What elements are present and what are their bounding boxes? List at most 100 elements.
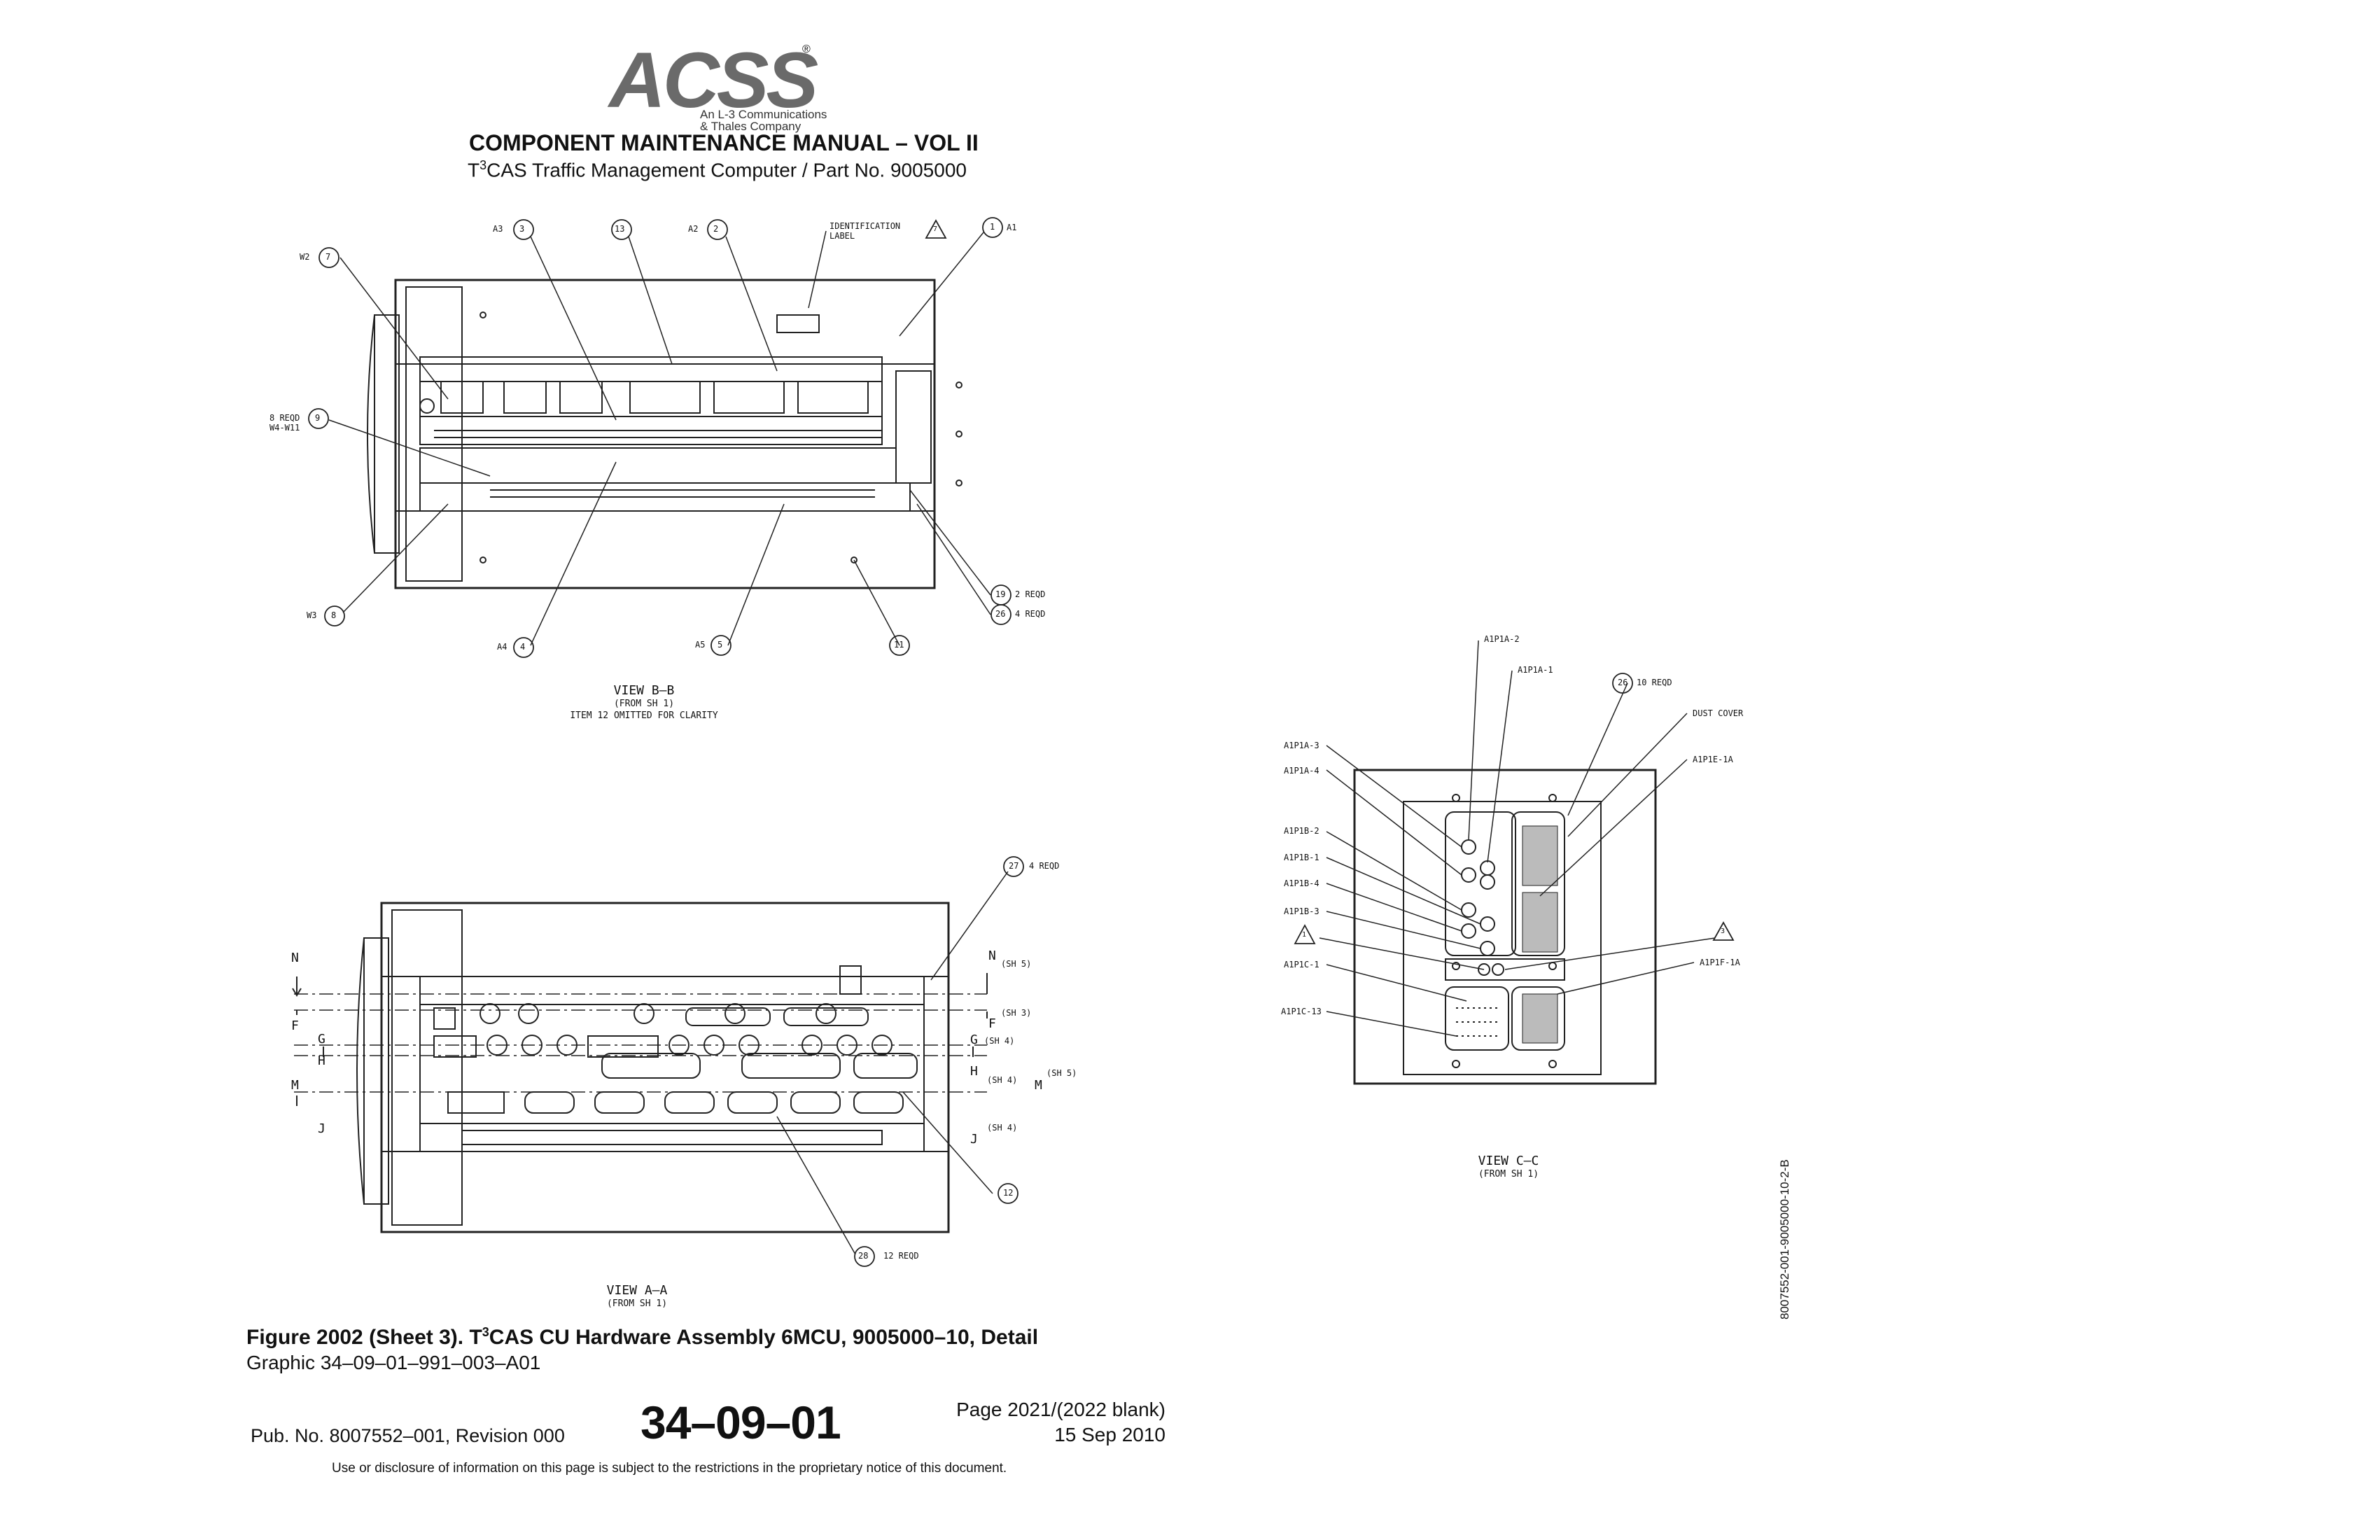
callout-w4-w11: W4-W11 bbox=[270, 423, 300, 433]
callout-2-reqd: 2 REQD bbox=[1015, 589, 1046, 599]
view-bb-drawing bbox=[367, 279, 962, 589]
figure-graphic-id: Graphic 34–09–01–991–003–A01 bbox=[246, 1352, 541, 1373]
callout-1: 1 bbox=[990, 222, 995, 232]
section-g-left: G bbox=[318, 1032, 326, 1046]
view-cc-circles bbox=[1294, 673, 1735, 944]
view-bb-note: ITEM 12 OMITTED FOR CLARITY bbox=[570, 710, 718, 721]
identification-text: IDENTIFICATION bbox=[830, 221, 901, 231]
callout-a1p1b-2: A1P1B-2 bbox=[1284, 826, 1320, 836]
callout-a1p1f-1a: A1P1F-1A bbox=[1700, 958, 1740, 967]
callout-a1p1b-3: A1P1B-3 bbox=[1284, 906, 1320, 916]
callout-27: 27 bbox=[1009, 861, 1019, 871]
view-aa-circles bbox=[854, 856, 1024, 1267]
sh4-g: (SH 4) bbox=[984, 1036, 1015, 1046]
view-aa-from: (FROM SH 1) bbox=[606, 1298, 668, 1309]
view-aa-drawing bbox=[356, 902, 950, 1233]
label-text: LABEL bbox=[830, 231, 855, 241]
callout-a1-label: A1 bbox=[1007, 223, 1017, 232]
section-n-right: N bbox=[988, 948, 996, 963]
logo-sub-line1: An L-3 Communications bbox=[700, 108, 827, 121]
page-date: 15 Sep 2010 bbox=[1054, 1424, 1166, 1446]
callout-a1p1c-13: A1P1C-13 bbox=[1281, 1007, 1322, 1016]
side-drawing-code: 8007552-001-9005000-10-2-B bbox=[1778, 1159, 1791, 1320]
callout-11: 11 bbox=[894, 640, 904, 650]
callout-9: 9 bbox=[315, 413, 321, 423]
callout-12-reqd: 12 REQD bbox=[883, 1251, 919, 1261]
view-cc-leaders bbox=[1319, 640, 1716, 1037]
section-n-left: N bbox=[291, 951, 299, 965]
view-aa-section-lines bbox=[294, 993, 987, 1093]
manual-title: COMPONENT MAINTENANCE MANUAL – VOL II bbox=[469, 130, 979, 155]
view-bb-from: (FROM SH 1) bbox=[613, 699, 675, 709]
callout-7: 7 bbox=[326, 252, 331, 262]
manual-subtitle: T3CAS Traffic Management Computer / Part… bbox=[468, 158, 967, 181]
callout-26-cc: 26 bbox=[1618, 678, 1628, 687]
callout-4: 4 bbox=[520, 642, 526, 652]
view-bb-leaders bbox=[328, 230, 991, 646]
callout-26: 26 bbox=[995, 609, 1006, 619]
callout-12: 12 bbox=[1003, 1188, 1014, 1198]
callout-2: 2 bbox=[713, 224, 719, 234]
callout-a1p1a-3: A1P1A-3 bbox=[1284, 741, 1320, 750]
view-aa-leaders bbox=[776, 871, 1009, 1255]
callout-dust-cover: DUST COVER bbox=[1693, 708, 1744, 718]
callout-5: 5 bbox=[718, 640, 723, 650]
callout-a1p1b-4: A1P1B-4 bbox=[1284, 878, 1320, 888]
callout-a5-label: A5 bbox=[695, 640, 706, 650]
figure-caption: Figure 2002 (Sheet 3). T3CAS CU Hardware… bbox=[246, 1325, 1039, 1349]
registered-mark: ® bbox=[802, 43, 811, 55]
callout-19: 19 bbox=[995, 589, 1006, 599]
triangle-7: 7 bbox=[933, 225, 938, 233]
page-number: Page 2021/(2022 blank) bbox=[956, 1399, 1166, 1420]
acss-logo: ACSS bbox=[609, 36, 818, 124]
publication-number: Pub. No. 8007552–001, Revision 000 bbox=[251, 1425, 565, 1446]
callout-10-reqd: 10 REQD bbox=[1637, 678, 1672, 687]
callout-a4-label: A4 bbox=[497, 642, 507, 652]
callout-a1p1a-1: A1P1A-1 bbox=[1518, 665, 1553, 675]
sh5-top: (SH 5) bbox=[1001, 959, 1032, 969]
callout-w2-label: W2 bbox=[300, 252, 310, 262]
callout-a1p1a-2: A1P1A-2 bbox=[1484, 634, 1520, 644]
view-bb-circles bbox=[308, 217, 1011, 658]
triangle-1: 1 bbox=[1302, 931, 1307, 939]
callout-27-reqd: 4 REQD bbox=[1029, 861, 1060, 871]
logo-sub-line2: & Thales Company bbox=[700, 120, 802, 133]
callout-a1p1b-1: A1P1B-1 bbox=[1284, 853, 1320, 862]
section-j-right: J bbox=[970, 1132, 978, 1147]
callout-28: 28 bbox=[858, 1251, 869, 1261]
callout-13: 13 bbox=[615, 224, 625, 234]
view-aa-section-arrows bbox=[292, 973, 988, 1106]
callout-a1p1c-1: A1P1C-1 bbox=[1284, 960, 1320, 969]
sh3: (SH 3) bbox=[1001, 1008, 1032, 1018]
chapter-code: 34–09–01 bbox=[640, 1396, 841, 1448]
sh4-j: (SH 4) bbox=[987, 1123, 1018, 1133]
view-cc-from: (FROM SH 1) bbox=[1478, 1169, 1539, 1180]
logo-subtitle: An L-3 Communications & Thales Company bbox=[700, 108, 827, 132]
sh4-h: (SH 4) bbox=[987, 1075, 1018, 1085]
triangle-3: 3 bbox=[1721, 927, 1726, 935]
proprietary-notice: Use or disclosure of information on this… bbox=[332, 1461, 1007, 1476]
callout-3: 3 bbox=[519, 224, 525, 234]
callout-a2-label: A2 bbox=[688, 224, 699, 234]
callout-a1p1a-4: A1P1A-4 bbox=[1284, 766, 1320, 776]
callout-a1p1e-1a: A1P1E-1A bbox=[1693, 755, 1733, 764]
section-m-right: M bbox=[1035, 1078, 1042, 1093]
callout-w3-label: W3 bbox=[307, 610, 317, 620]
callout-4-reqd: 4 REQD bbox=[1015, 609, 1046, 619]
callout-a3-label: A3 bbox=[493, 224, 503, 234]
view-cc-drawing bbox=[1353, 769, 1657, 1085]
view-aa-title: VIEW A–A bbox=[606, 1283, 668, 1298]
section-f-right: F bbox=[988, 1016, 996, 1031]
section-h-right: H bbox=[970, 1064, 978, 1079]
view-cc-title: VIEW C–C bbox=[1478, 1154, 1539, 1168]
section-g-right: G bbox=[970, 1032, 978, 1047]
view-bb-title: VIEW B–B bbox=[613, 683, 675, 698]
sh5-m: (SH 5) bbox=[1046, 1068, 1077, 1078]
callout-8: 8 bbox=[331, 610, 337, 620]
section-m-left: M bbox=[291, 1078, 299, 1093]
section-h-left: H bbox=[318, 1054, 326, 1068]
callout-8-reqd: 8 REQD bbox=[270, 413, 300, 423]
section-f-left: F bbox=[291, 1018, 299, 1033]
section-j-left: J bbox=[318, 1121, 326, 1136]
